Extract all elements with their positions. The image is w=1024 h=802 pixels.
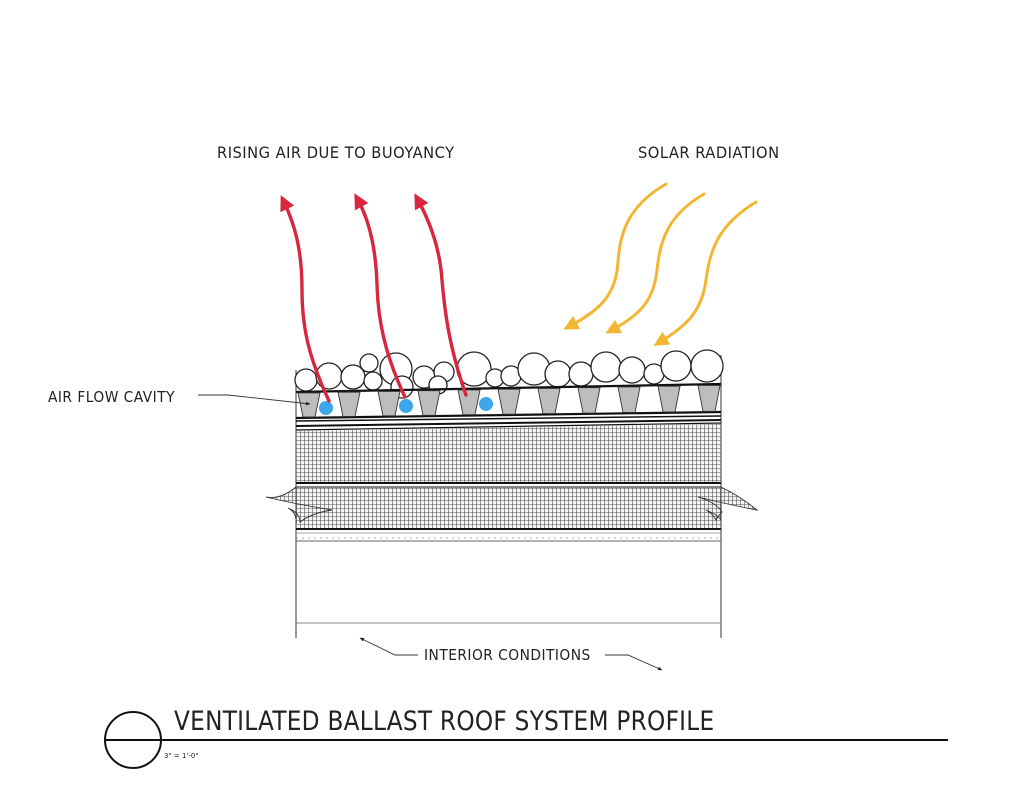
solar-radiation-arrow (563, 182, 668, 330)
ballast-stone (568, 361, 594, 387)
insulation-separator (296, 482, 721, 488)
deck-layer (296, 532, 721, 542)
ballast-stones (294, 349, 724, 399)
solar-radiation-label: SOLAR RADIATION (638, 143, 780, 162)
title-block (104, 711, 948, 769)
rising-air-arrows (280, 193, 468, 403)
cavity-spacer (577, 387, 601, 414)
solar-radiation-arrows (563, 182, 758, 346)
cavity-spacer (497, 388, 521, 415)
ballast-stone (590, 351, 622, 383)
ballast-stone (359, 353, 379, 373)
cavity-spacer (617, 386, 641, 413)
ballast-stone (618, 356, 646, 384)
ballast-stone (660, 350, 692, 382)
cavity-spacers (297, 384, 721, 418)
interior-leader-left (359, 637, 418, 656)
rising-air-arrow (354, 193, 407, 399)
interior-leader-right (605, 654, 663, 671)
cavity-spacer (457, 389, 481, 416)
air-bubble (479, 397, 493, 411)
drawing-title: VENTILATED BALLAST ROOF SYSTEM PROFILE (174, 706, 715, 737)
air-bubble (319, 401, 333, 415)
air-flow-cavity-leader (198, 394, 311, 406)
air-bubble (399, 399, 413, 413)
insulation-lower (296, 488, 721, 528)
solar-radiation-arrow (653, 200, 758, 346)
scale-note: 3" = 1'-0" (164, 752, 199, 760)
ballast-stone (294, 368, 318, 392)
interior-conditions-label: INTERIOR CONDITIONS (424, 646, 591, 664)
cavity-spacer (297, 392, 321, 418)
cavity-spacer (537, 387, 561, 415)
solar-radiation-arrow (605, 192, 706, 334)
ballast-stone (363, 371, 383, 391)
break-mark-left (265, 486, 333, 524)
cavity-spacer (337, 391, 361, 417)
rising-air-arrow (280, 195, 331, 403)
rising-air-label: RISING AIR DUE TO BUOYANCY (217, 143, 455, 162)
ballast-stone (517, 352, 551, 386)
ballast-stone (544, 360, 572, 388)
air-bubbles (319, 397, 493, 415)
cavity-spacer (697, 384, 721, 412)
membrane-layers (295, 415, 722, 431)
break-mark-right (697, 486, 759, 522)
cavity-spacer (657, 385, 681, 413)
cavity-spacer (417, 390, 441, 416)
rising-air-arrow (414, 193, 468, 397)
insulation-upper (296, 424, 721, 483)
air-flow-cavity-label: AIR FLOW CAVITY (48, 388, 175, 406)
cavity-boundaries (295, 382, 722, 420)
ballast-stone (690, 349, 724, 383)
cavity-spacer (377, 391, 401, 417)
